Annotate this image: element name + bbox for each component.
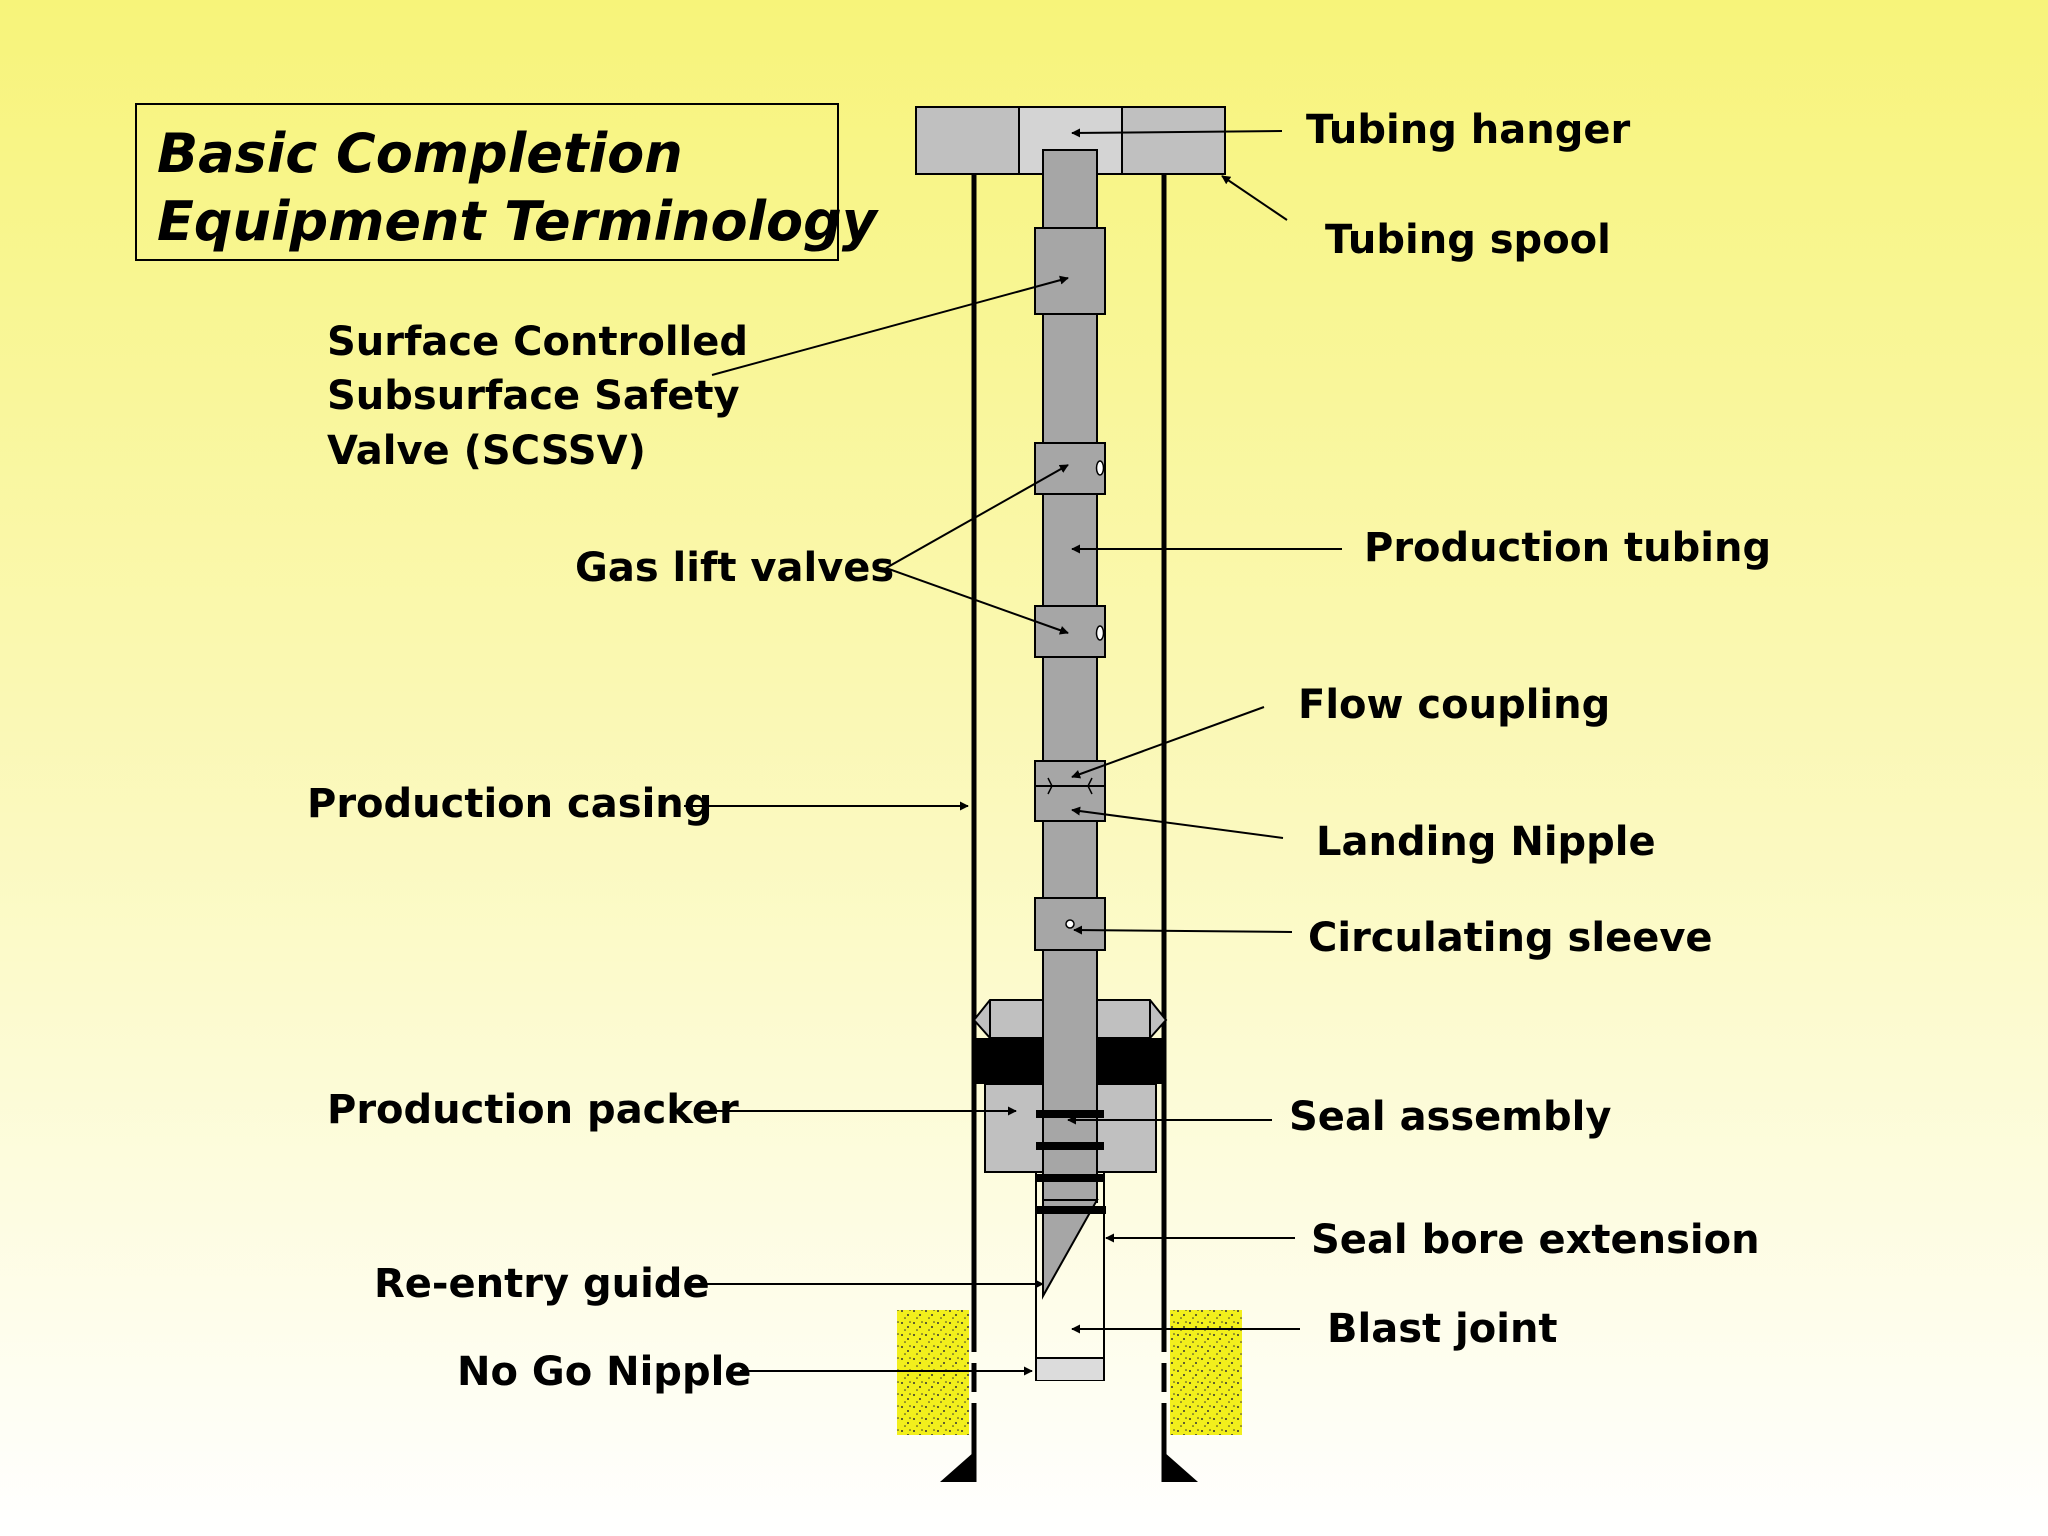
gas-lift-valve-port-lower	[1095, 625, 1105, 641]
leader-lines	[684, 128, 1342, 1376]
label-tubing-spool: Tubing spool	[1325, 217, 1611, 263]
title-box: Basic Completion Equipment Terminology	[135, 103, 877, 261]
label-tubing-hanger: Tubing hanger	[1306, 107, 1631, 153]
label-flow-coupling: Flow coupling	[1298, 682, 1611, 728]
tubing-hanger	[1018, 106, 1123, 175]
label-blast-joint: Blast joint	[1327, 1306, 1558, 1352]
gas-lift-valve-port-upper	[1095, 460, 1105, 476]
label-no-go-nipple: No Go Nipple	[457, 1349, 752, 1395]
formation-right	[1170, 1310, 1242, 1435]
label-production-packer: Production packer	[327, 1087, 739, 1133]
packer-body-left	[984, 1083, 1046, 1173]
tubing-spool-right	[1121, 106, 1226, 175]
label-scssv-line-1: Surface Controlled	[327, 319, 748, 365]
label-circulating-sleeve: Circulating sleeve	[1308, 915, 1713, 961]
label-gas-lift-valves: Gas lift valves	[575, 545, 895, 591]
label-production-casing: Production casing	[307, 781, 713, 827]
title-line-2: Equipment Terminology	[157, 190, 878, 253]
label-reentry-guide: Re-entry guide	[374, 1261, 710, 1307]
casing-shoe-right	[1164, 1452, 1198, 1482]
scssv-body	[1034, 227, 1106, 315]
title-line-1: Basic Completion	[157, 122, 683, 185]
label-seal-bore-extension: Seal bore extension	[1311, 1217, 1760, 1263]
flow-coupling	[1034, 760, 1106, 822]
seal-rings	[1036, 1110, 1106, 1214]
no-go-nipple	[1037, 1358, 1103, 1380]
label-seal-assembly: Seal assembly	[1289, 1094, 1612, 1140]
casing-shoe-left	[940, 1452, 974, 1482]
reentry-guide-cut	[1042, 1199, 1099, 1300]
label-scssv-line-3: Valve (SCSSV)	[327, 428, 646, 474]
formation-left	[897, 1310, 969, 1435]
gas-lift-mandrel-upper	[1034, 442, 1106, 495]
tubing-spool-left	[915, 106, 1020, 175]
label-scssv-line-2: Subsurface Safety	[327, 373, 740, 419]
circulating-sleeve-port	[1065, 919, 1075, 929]
label-landing-nipple: Landing Nipple	[1316, 819, 1656, 865]
label-production-tubing: Production tubing	[1364, 525, 1772, 571]
gas-lift-mandrel-lower	[1034, 605, 1106, 658]
packer-body-right	[1095, 1083, 1157, 1173]
